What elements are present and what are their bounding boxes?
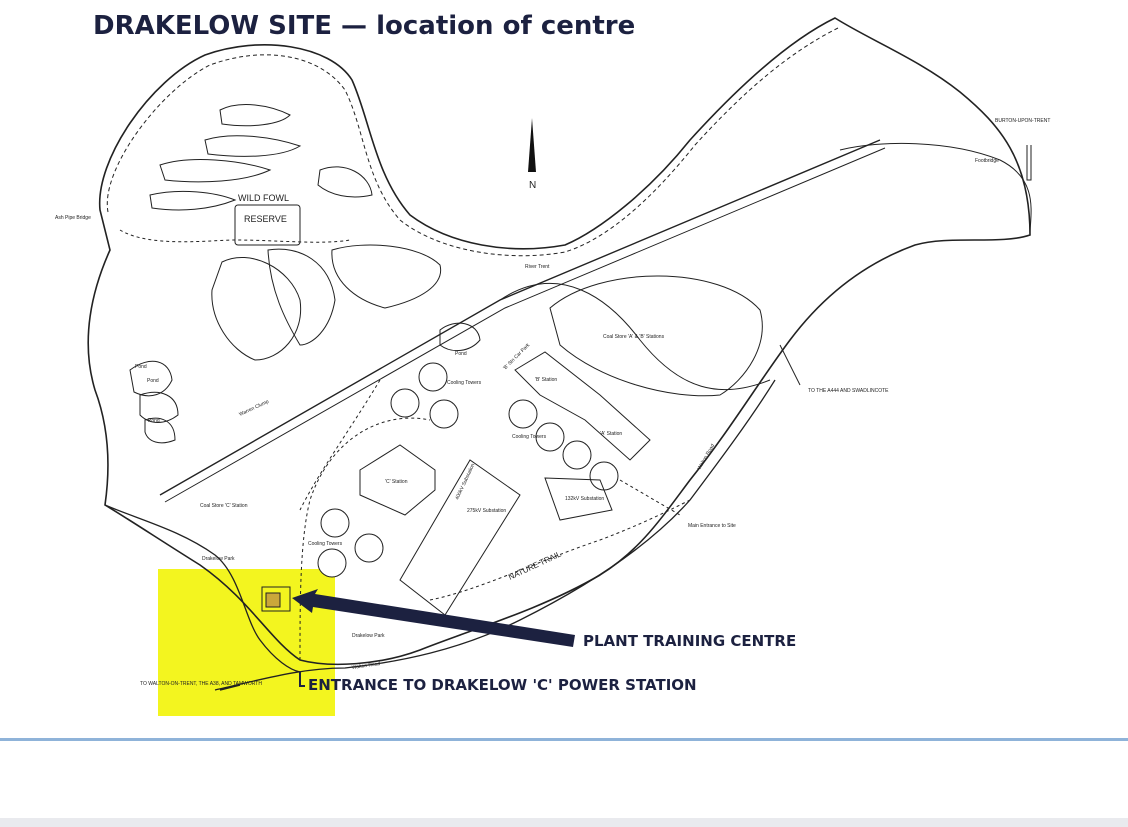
svg-text:N: N: [529, 180, 536, 191]
label-coal-store-ab: Coal Store 'A' & 'B' Stations: [603, 334, 665, 340]
label-cooling-towers-1: Cooling Towers: [447, 380, 482, 386]
site-boundary: [87, 17, 1031, 666]
drakelow-park-road: [104, 504, 301, 673]
label-pond-3: Pond: [148, 418, 160, 424]
walton-arrow: [219, 684, 241, 691]
entrance-leader: [299, 672, 305, 687]
label-drakelow-park-2: Drakelow Park: [352, 633, 385, 639]
label-to-walton: TO WALTON-ON-TRENT, THE A38, AND TAMWORT…: [140, 681, 262, 687]
label-walton-road-1: Walton Road: [697, 443, 717, 471]
label-coal-store-c: Coal Store 'C' Station: [200, 503, 248, 509]
wild-fowl-lakes: [149, 104, 442, 361]
training-centre-marker: [261, 586, 291, 612]
railway-spur: [499, 282, 771, 391]
page-rule: [0, 738, 1128, 741]
a444-arrow: [779, 344, 801, 386]
label-footbridge: Footbridge: [975, 158, 999, 164]
label-walton-road-2: Walton Road: [351, 661, 380, 671]
label-burton: BURTON-UPON-TRENT: [995, 118, 1050, 124]
label-warren-clump: Warren Clump: [238, 399, 270, 418]
label-drakelow-park-1: Drakelow Park: [202, 556, 235, 562]
railway-2: [164, 147, 886, 503]
pointer-arrow: [292, 589, 575, 647]
label-pond-4: Pond: [455, 351, 467, 357]
west-ponds: [129, 322, 481, 444]
label-275kv: 275kV Substation: [467, 508, 506, 514]
label-132kv: 132kV Substation: [565, 496, 604, 502]
map-title: DRAKELOW SITE — location of centre: [93, 11, 635, 41]
label-plant-training-centre: PLANT TRAINING CENTRE: [583, 632, 796, 650]
north-arrow-icon: N: [528, 118, 536, 191]
label-nature-trail: NATURE TRAIL: [507, 549, 563, 581]
label-river-trent: River Trent: [525, 264, 550, 270]
station-buildings: [359, 275, 763, 616]
burton-arrow: [1026, 145, 1032, 181]
label-pond-1: Pond: [135, 364, 147, 370]
label-c-station: 'C' Station: [385, 479, 408, 485]
label-a-station: 'A' Station: [600, 431, 622, 437]
label-pond-2: Pond: [147, 378, 159, 384]
label-cooling-towers-2: Cooling Towers: [512, 434, 547, 440]
river-trent-bank: [839, 142, 1032, 236]
label-cooling-towers-3: Cooling Towers: [308, 541, 343, 547]
label-wild-fowl: WILD FOWL: [238, 193, 289, 203]
page-edge: [0, 818, 1128, 827]
label-ash-pipe-bridge: Ash Pipe Bridge: [55, 215, 91, 221]
label-to-a444: TO THE A444 AND SWADLINCOTE: [808, 388, 889, 394]
river-trent: [106, 27, 839, 257]
label-reserve: RESERVE: [244, 214, 287, 224]
walton-road: [214, 379, 776, 691]
label-b-stn-car-park: 'B' Stn Car Park: [502, 342, 532, 372]
cooling-towers: [317, 362, 619, 578]
label-main-entrance: Main Entrance to Site: [688, 523, 736, 529]
label-entrance-c: ENTRANCE TO DRAKELOW 'C' POWER STATION: [308, 676, 697, 694]
label-b-station: 'B' Station: [535, 377, 557, 383]
